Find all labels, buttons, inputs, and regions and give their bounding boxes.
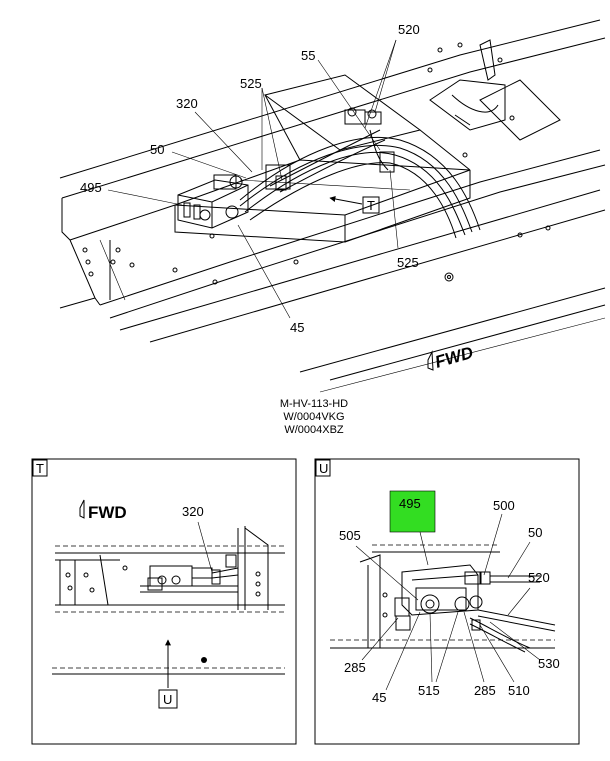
- detail-view-t: T FWD 320: [31, 458, 297, 745]
- callout-320-main: 320: [176, 96, 198, 111]
- frame-rails: [59, 19, 606, 393]
- view-marker-t-main: T: [329, 196, 380, 214]
- caption-line-3: W/0004XBZ: [284, 424, 344, 436]
- caption-line-2: W/0004VKG: [283, 411, 344, 423]
- callout-495-detail-u: 495: [399, 496, 421, 511]
- callout-45-main: 45: [290, 320, 304, 335]
- fwd-label-main: FWD: [433, 343, 475, 372]
- caption-line-1: M-HV-113-HD: [280, 398, 348, 410]
- callout-525-right: 525: [397, 255, 419, 270]
- callout-50-detail-u: 50: [528, 525, 542, 540]
- callout-510: 510: [508, 683, 530, 698]
- callout-500: 500: [493, 498, 515, 513]
- callout-520-detail-u: 520: [528, 570, 550, 585]
- fwd-indicator-main: FWD: [427, 343, 475, 372]
- callout-525-top: 525: [240, 76, 262, 91]
- callout-285-left: 285: [344, 660, 366, 675]
- detail-u-label: U: [319, 461, 328, 476]
- callout-55-main: 55: [301, 48, 315, 63]
- highlight-495: [389, 490, 436, 533]
- callout-495-main: 495: [80, 180, 102, 195]
- drawing-caption: M-HV-113-HD W/0004VKG W/0004XBZ: [280, 398, 348, 436]
- main-view: T FWD 520 55 525 320 50 495 525 45: [59, 19, 606, 393]
- crossmember: [174, 42, 561, 243]
- view-label-t: T: [367, 198, 375, 213]
- air-lines: [239, 129, 481, 239]
- callout-320-detail-t: 320: [182, 504, 204, 519]
- callout-530: 530: [538, 656, 560, 671]
- callout-505: 505: [339, 528, 361, 543]
- callout-520-main: 520: [398, 22, 420, 37]
- fwd-label-detail-t: FWD: [88, 503, 127, 522]
- fittings-top: [265, 107, 395, 191]
- detail-view-u: U 495 500: [314, 458, 580, 745]
- main-leaders: [107, 39, 399, 319]
- valve-495-main: [177, 174, 249, 239]
- callout-50-main: 50: [150, 142, 164, 157]
- callout-45-detail-u: 45: [372, 690, 386, 705]
- callout-515: 515: [418, 683, 440, 698]
- callout-285-right: 285: [474, 683, 496, 698]
- nut-icon: [444, 272, 454, 282]
- detail-t-label: T: [36, 461, 44, 476]
- bracket-right: [429, 39, 506, 131]
- view-label-u: U: [163, 692, 172, 707]
